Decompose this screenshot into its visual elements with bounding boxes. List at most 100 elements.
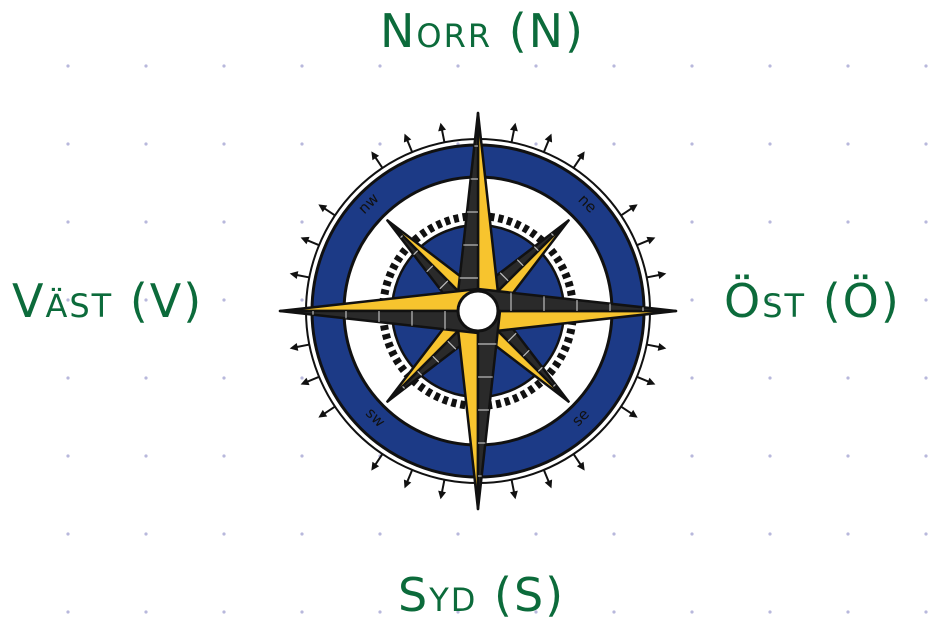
grid-dot: [768, 532, 771, 535]
grid-dot: [222, 532, 225, 535]
grid-dot: [534, 532, 537, 535]
rim-marker: [512, 129, 515, 143]
grid-dot: [846, 220, 849, 223]
grid-dot: [846, 454, 849, 457]
rim-marker: [407, 470, 412, 483]
rim-marker: [306, 377, 319, 382]
grid-dot: [222, 220, 225, 223]
grid-dot: [222, 454, 225, 457]
grid-dot: [66, 610, 69, 613]
rim-marker: [574, 454, 582, 466]
rim-marker: [296, 345, 310, 348]
rim-marker: [544, 139, 549, 152]
rim-marker: [512, 480, 515, 494]
grid-dot: [846, 142, 849, 145]
grid-dot: [66, 142, 69, 145]
grid-dot: [222, 298, 225, 301]
grid-dot: [222, 376, 225, 379]
grid-dot: [612, 64, 615, 67]
grid-dot: [378, 532, 381, 535]
grid-dot: [768, 64, 771, 67]
grid-dot: [534, 64, 537, 67]
compass-rose: nw ne sw se: [268, 105, 688, 517]
grid-dot: [690, 532, 693, 535]
grid-dot: [768, 454, 771, 457]
rim-marker: [306, 240, 319, 245]
grid-dot: [144, 610, 147, 613]
grid-dot: [768, 220, 771, 223]
grid-dot: [456, 64, 459, 67]
grid-dot: [66, 532, 69, 535]
rim-marker: [407, 139, 412, 152]
south-label: Syd (S): [398, 572, 565, 618]
rim-arrowhead: [438, 491, 446, 500]
grid-dot: [768, 610, 771, 613]
grid-dot: [66, 220, 69, 223]
grid-dot: [66, 376, 69, 379]
rim-arrowhead: [658, 343, 667, 351]
grid-dot: [144, 142, 147, 145]
grid-dot: [924, 220, 927, 223]
rim-arrowhead: [290, 271, 299, 279]
rim-marker: [323, 208, 335, 216]
grid-dot: [222, 64, 225, 67]
rim-arrowhead: [658, 271, 667, 279]
grid-dot: [690, 454, 693, 457]
grid-dot: [300, 64, 303, 67]
rim-marker: [647, 275, 661, 278]
grid-dot: [690, 298, 693, 301]
west-label: Väst (V): [12, 278, 203, 324]
grid-dot: [378, 610, 381, 613]
grid-dot: [690, 142, 693, 145]
rim-arrowhead: [510, 123, 518, 132]
grid-dot: [222, 142, 225, 145]
grid-dot: [846, 532, 849, 535]
grid-dot: [924, 610, 927, 613]
rim-marker: [637, 240, 650, 245]
grid-dot: [924, 142, 927, 145]
grid-dot: [144, 220, 147, 223]
grid-dot: [846, 610, 849, 613]
rim-marker: [637, 377, 650, 382]
grid-dot: [612, 610, 615, 613]
rim-marker: [621, 208, 633, 216]
grid-dot: [144, 454, 147, 457]
grid-dot: [66, 454, 69, 457]
grid-dot: [924, 298, 927, 301]
grid-dot: [690, 64, 693, 67]
rim-marker: [647, 345, 661, 348]
rim-marker: [375, 454, 383, 466]
rim-marker: [442, 129, 445, 143]
grid-dot: [690, 610, 693, 613]
rim-marker: [442, 480, 445, 494]
grid-dot: [378, 64, 381, 67]
grid-dot: [768, 376, 771, 379]
grid-dot: [690, 220, 693, 223]
rim-marker: [323, 407, 335, 415]
grid-dot: [846, 64, 849, 67]
grid-dot: [612, 532, 615, 535]
rim-arrowhead: [438, 123, 446, 132]
rim-marker: [574, 156, 582, 168]
grid-dot: [690, 376, 693, 379]
center-hub: [458, 291, 498, 331]
rim-marker: [621, 407, 633, 415]
rim-arrowhead: [510, 491, 518, 500]
grid-dot: [300, 532, 303, 535]
rim-marker: [296, 275, 310, 278]
grid-dot: [924, 532, 927, 535]
rim-arrowhead: [290, 343, 299, 351]
grid-dot: [924, 376, 927, 379]
grid-dot: [768, 142, 771, 145]
grid-dot: [144, 64, 147, 67]
east-label: Öst (Ö): [724, 278, 901, 324]
grid-dot: [66, 64, 69, 67]
grid-dot: [144, 376, 147, 379]
grid-dot: [222, 610, 225, 613]
grid-dot: [144, 532, 147, 535]
grid-dot: [924, 454, 927, 457]
north-label: Norr (N): [380, 8, 585, 54]
rim-marker: [544, 470, 549, 483]
grid-dot: [846, 376, 849, 379]
grid-dot: [300, 610, 303, 613]
